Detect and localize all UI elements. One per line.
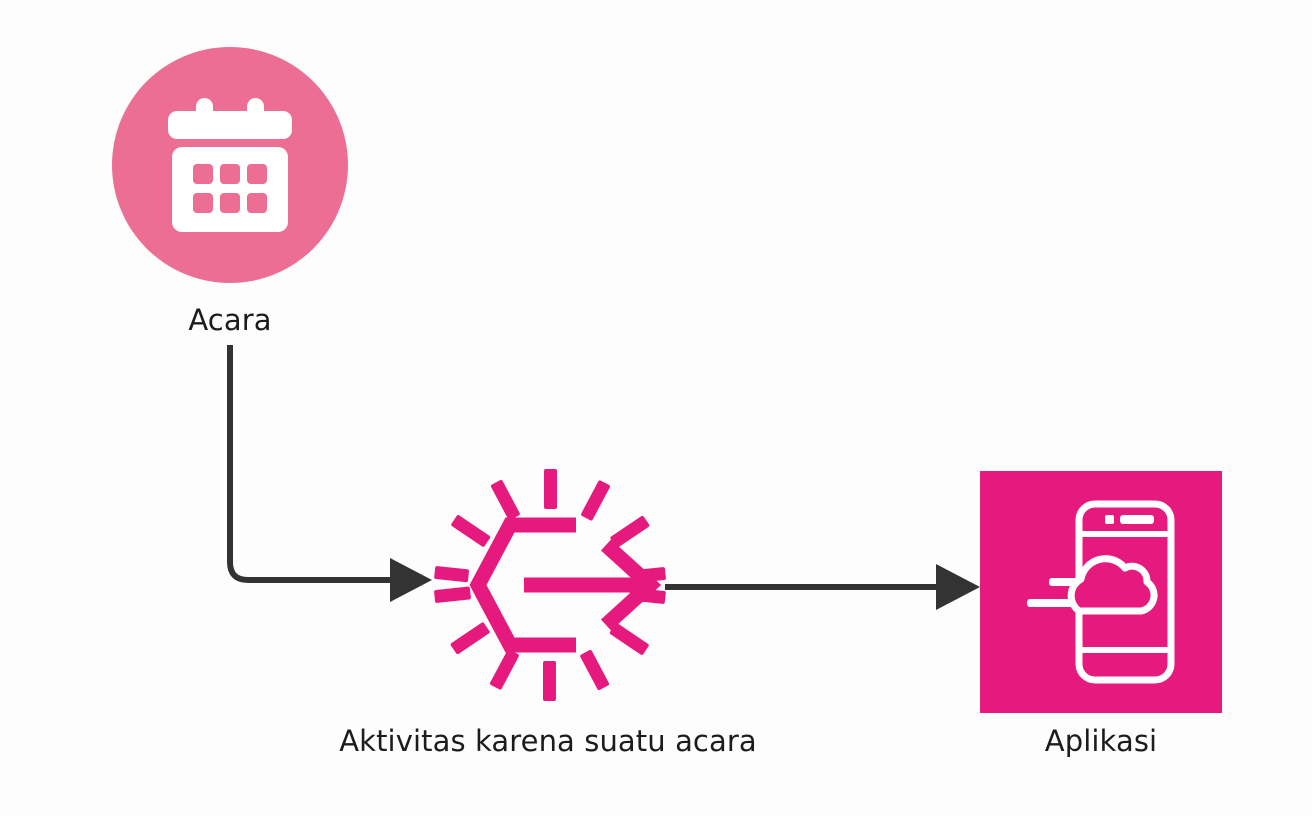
node-label-aplikasi: Aplikasi [1044,724,1158,758]
acara-circle-badge [112,47,348,283]
connector-acara-to-event [227,345,432,602]
cloud-icon [1067,555,1158,615]
event-trigger-icon [434,469,666,701]
hexagon-icon [469,517,576,653]
mobile-cloud-icon [1027,500,1175,684]
event-arrow-head-icon [600,539,662,631]
node-label-event-activity: Aktivitas karena suatu acara [339,724,757,758]
connector-event-to-aplikasi [665,564,980,610]
node-acara[interactable] [112,47,348,283]
arrowhead-icon [390,558,432,602]
arrowhead-icon [936,564,980,610]
node-label-acara: Acara [188,303,272,337]
calendar-icon [168,98,292,232]
node-aplikasi[interactable] [980,471,1222,713]
aplikasi-square-badge [980,471,1222,713]
node-event-activity[interactable] [428,463,672,707]
